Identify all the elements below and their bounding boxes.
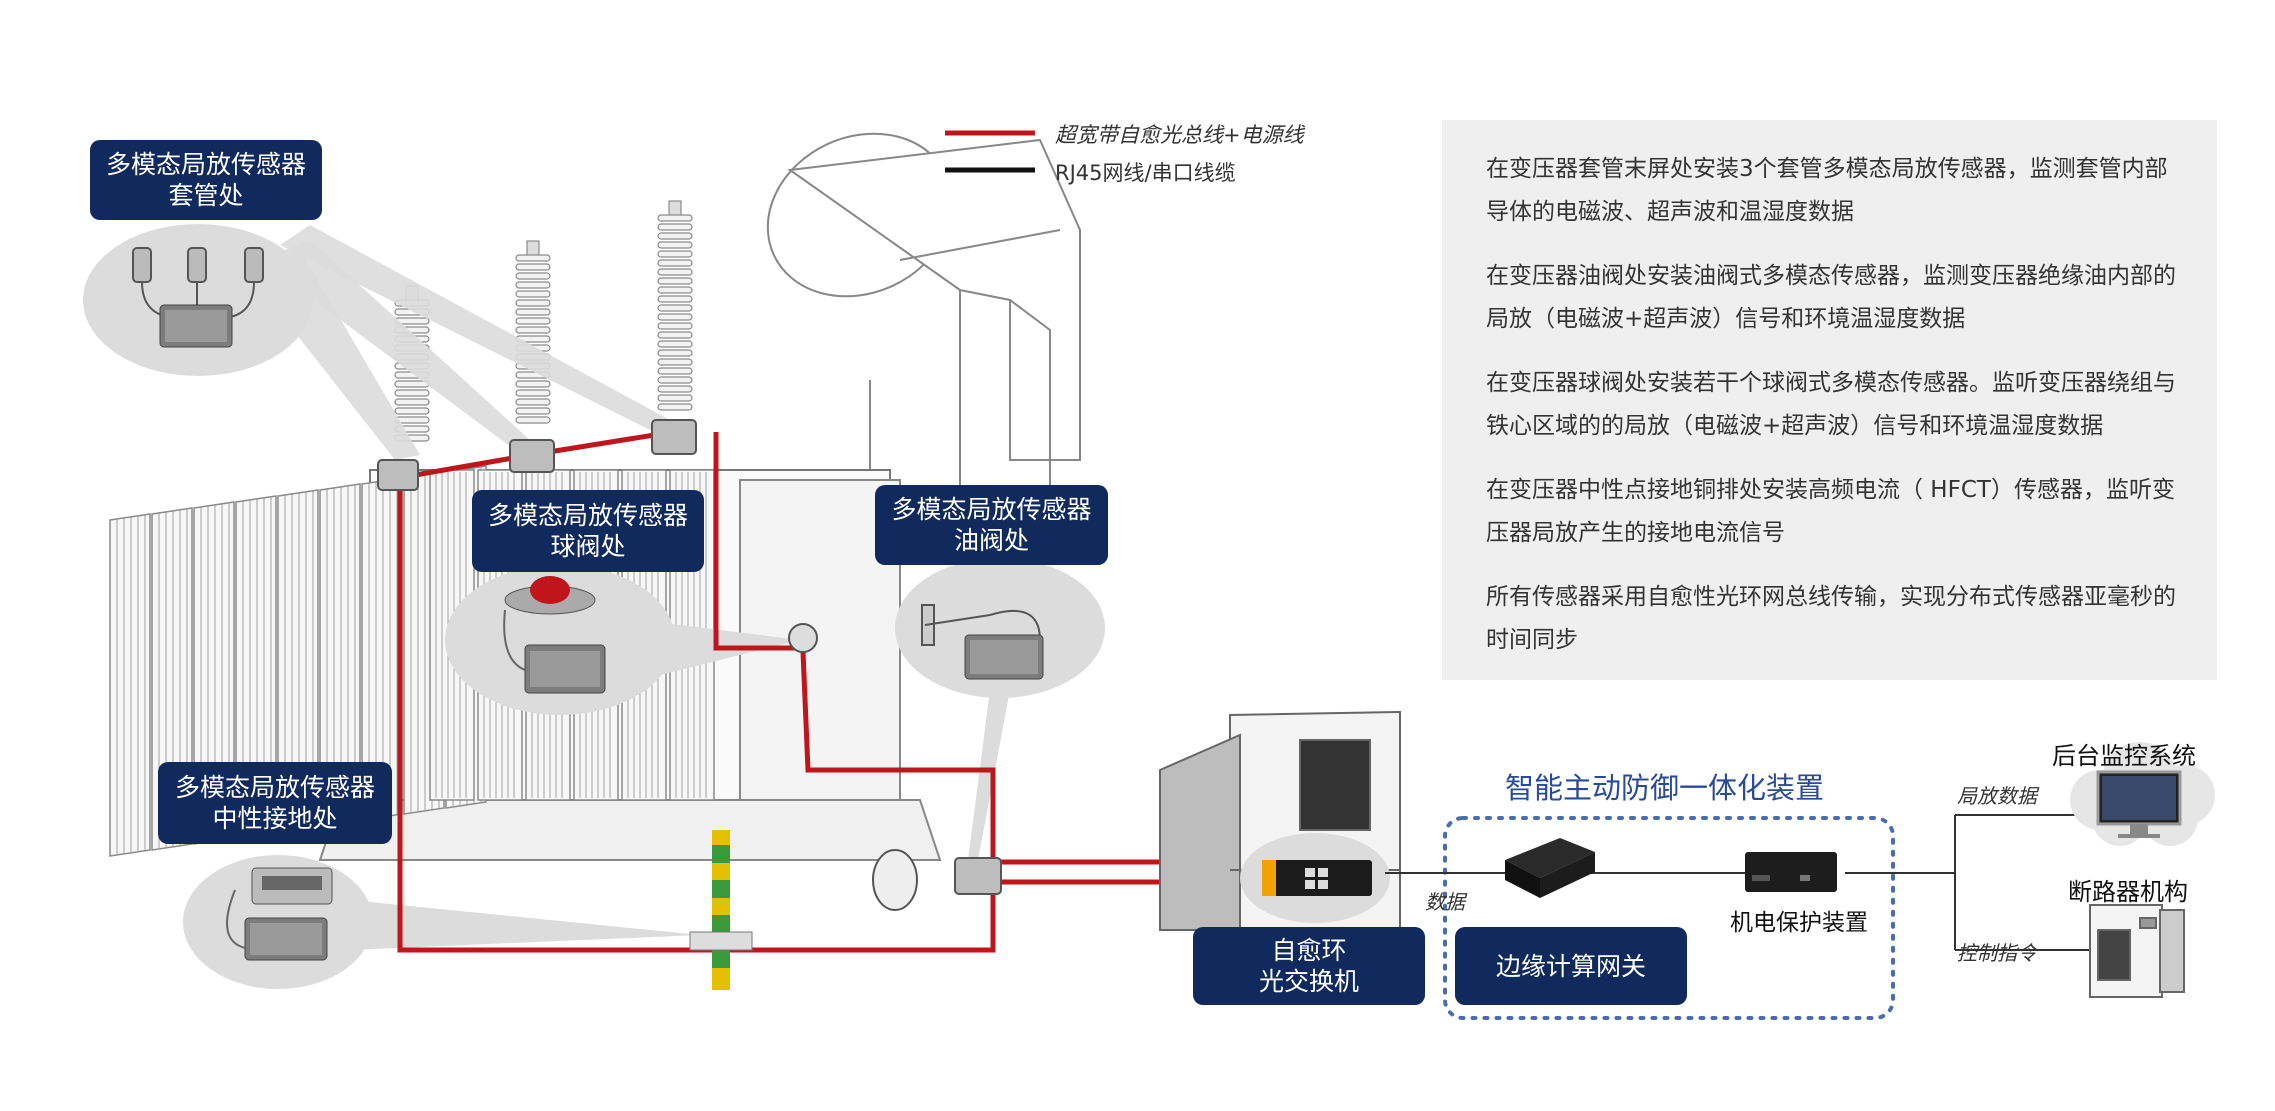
protection-device-label: 机电保护装置 <box>1730 910 1868 936</box>
control-command-label: 控制指令 <box>1957 941 2037 965</box>
bushing-sensor-label: 多模态局放传感器 套管处 <box>90 140 322 220</box>
bushing-insulator <box>515 240 551 424</box>
neutral-ground-sensor-label: 多模态局放传感器 中性接地处 <box>158 762 392 844</box>
neutral-beam <box>350 900 700 950</box>
breaker-cabinet <box>2089 904 2185 998</box>
description-item: 在变压器油阀处安装油阀式多模态传感器，监测变压器绝缘油内部的局放（电磁波+超声波… <box>1486 263 2176 332</box>
ball-valve-sensor-label: 多模态局放传感器 球阀处 <box>472 490 704 572</box>
backend-monitor-label: 后台监控系统 <box>2052 742 2196 770</box>
neutral-label-line2: 中性接地处 <box>212 804 338 833</box>
oil-valve-label-line1: 多模态局放传感器 <box>891 495 1092 524</box>
legend-red-label: 超宽带自愈光总线+电源线 <box>1055 123 1304 147</box>
sensor-box-1 <box>159 304 233 348</box>
switch-label-line1: 自愈环 <box>1271 936 1347 965</box>
optical-bus-segment <box>800 651 996 870</box>
oil-valve-label-line2: 油阀处 <box>953 526 1029 555</box>
oil-valve-probe <box>921 604 1041 646</box>
description-item: 在变压器球阀处安装若干个球阀式多模态传感器。监听变压器绕组与铁心区域的的局放（电… <box>1486 370 2176 439</box>
mounted-sensors <box>377 419 1002 911</box>
description-item: 在变压器中性点接地铜排处安装高频电流（ HFCT）传感器，监听变压器局放产生的接… <box>1486 477 2175 546</box>
sensor-box-4 <box>244 917 328 961</box>
bushing-label-line1: 多模态局放传感器 <box>105 150 306 179</box>
breaker-label: 断路器机构 <box>2068 878 2188 906</box>
description-item: 所有传感器采用自愈性光环网总线传输，实现分布式传感器亚毫秒的时间同步 <box>1486 584 2176 653</box>
edge-gateway-label: 边缘计算网关 <box>1455 927 1687 1005</box>
cloud-monitor <box>2070 742 2215 846</box>
description-panel: 在变压器套管末屏处安装3个套管多模态局放传感器，监测套管内部导体的电磁波、超声波… <box>1442 120 2217 680</box>
hfct-sensor <box>251 867 333 905</box>
protection-device <box>1745 852 1837 892</box>
bushing-beam-3 <box>280 225 670 435</box>
edge-gateway-device <box>1505 838 1595 898</box>
bushing-insulator <box>657 200 693 411</box>
defense-system-title: 智能主动防御一体化装置 <box>1505 771 1825 805</box>
legend-black-label: RJ45网线/串口线缆 <box>1055 161 1236 185</box>
oil-valve-sensor-label: 多模态局放传感器 油阀处 <box>875 485 1108 565</box>
switch-label-line2: 光交换机 <box>1258 967 1359 996</box>
sensor-devices <box>132 247 1044 961</box>
neutral-label-line1: 多模态局放传感器 <box>174 773 375 802</box>
optical-switch-label: 自愈环 光交换机 <box>1193 927 1425 1005</box>
defense-system-box <box>1443 816 1895 1020</box>
sensor-box-2 <box>524 644 606 694</box>
red-ball-valve-sensor <box>504 576 596 615</box>
ball-valve-label-line1: 多模态局放传感器 <box>487 501 688 530</box>
optical-bus-segment <box>713 432 803 651</box>
pd-data-label: 局放数据 <box>1957 784 2037 808</box>
bushing-beam-1 <box>250 250 420 460</box>
ground-copper-bar <box>689 830 753 990</box>
description-item: 在变压器套管末屏处安装3个套管多模态局放传感器，监测套管内部导体的电磁波、超声波… <box>1486 156 2168 225</box>
oil-valve-beam <box>968 690 1010 860</box>
optical-switch-device <box>1262 860 1372 896</box>
radiator-fin <box>109 513 151 857</box>
sensor-box-3 <box>964 634 1044 680</box>
ball-valve-label-line2: 球阀处 <box>550 532 626 561</box>
network-lines <box>1385 814 2090 951</box>
bushing-label-line2: 套管处 <box>168 181 244 210</box>
data-flow-label: 数据 <box>1425 890 1465 914</box>
oil-valve-bubble <box>895 558 1105 698</box>
mini-bushing-sensors <box>132 247 264 320</box>
ball-valve-bubble <box>445 565 675 715</box>
bushing-beam-2 <box>260 240 530 450</box>
